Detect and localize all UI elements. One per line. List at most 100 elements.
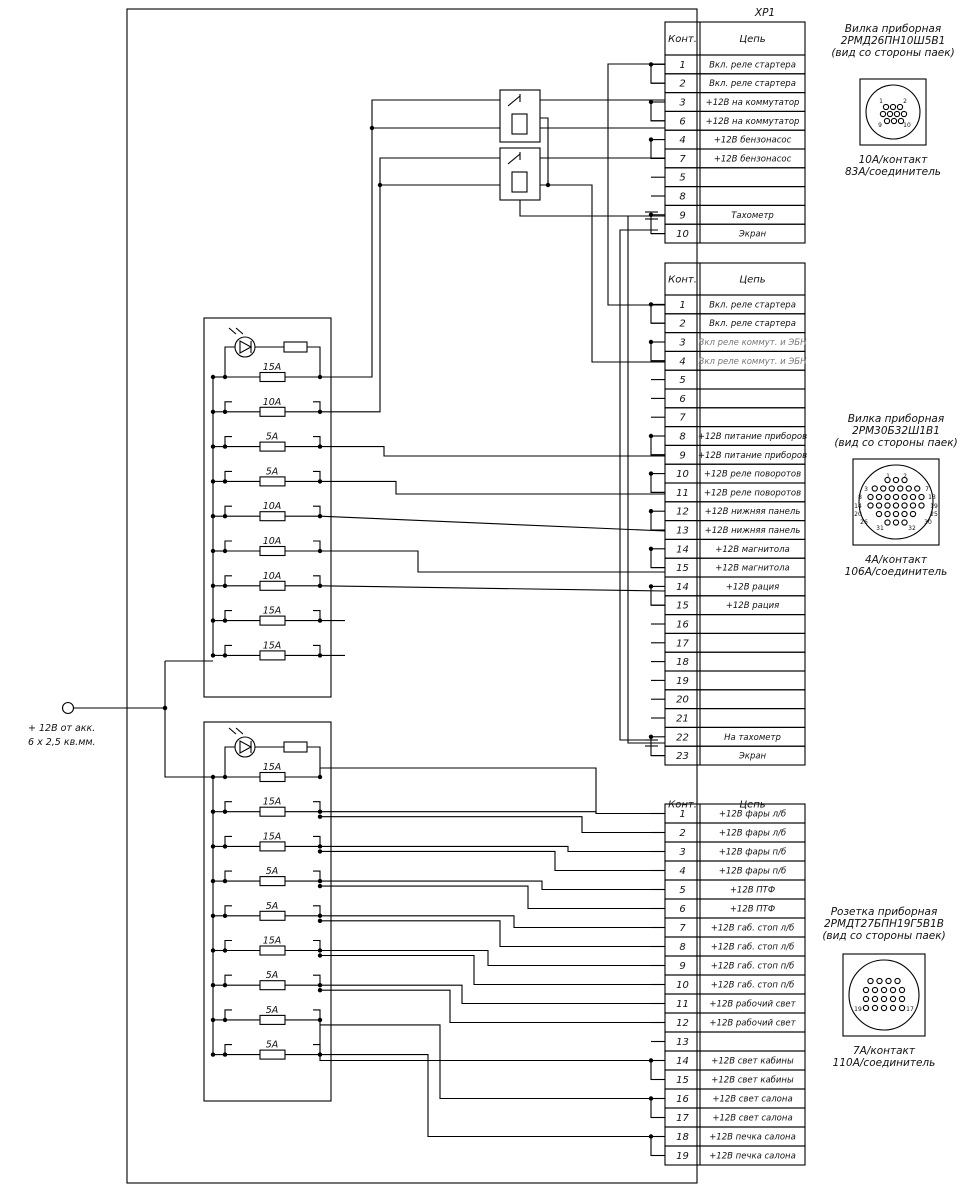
wire — [307, 746, 321, 777]
side_2-pin-number: 2 — [903, 473, 907, 480]
fuse_block_2-fuse — [259, 771, 286, 783]
side_2-pin-number: 31 — [876, 525, 884, 532]
junction-dot — [317, 1052, 323, 1057]
side_2-pin-number: 3 — [864, 486, 868, 493]
fuse_block_2-fuse-rating: 15A — [263, 936, 282, 947]
fuse_block_1-fuse-rating: 10A — [263, 397, 282, 408]
connector_3-circuit-label: +12В габ. стоп л/б — [711, 943, 794, 953]
connector_3-contact-number: 11 — [676, 999, 689, 1010]
fuse_block_2-fuse-rating: 5A — [266, 901, 279, 912]
side_2-pin-number: 8 — [858, 494, 862, 501]
battery-input-label: + 12В от акк. — [28, 723, 95, 734]
jumper — [650, 64, 665, 84]
contact-pin — [862, 995, 870, 1003]
contact-pin — [875, 493, 883, 501]
junction-dot — [222, 844, 228, 849]
connector_3-circuit-label: +12В фары п/б — [719, 867, 786, 877]
connector_2-contact-number: 15 — [676, 601, 689, 612]
jumper — [650, 1098, 665, 1119]
battery-input-terminal — [61, 701, 75, 715]
junction-dot — [210, 844, 216, 849]
connector_2-contact-number: 11 — [676, 488, 689, 499]
fuse-bracket — [224, 939, 232, 951]
contact-pin — [909, 502, 917, 509]
fuse_block_1-fuse — [259, 615, 286, 626]
contact-pin — [884, 519, 891, 526]
junction-dot — [222, 948, 228, 953]
wire — [320, 989, 665, 1024]
fuse_block_2-fuse-rating: 5A — [266, 866, 279, 877]
contact-pin — [879, 110, 887, 118]
contact-pin — [884, 476, 891, 484]
fuse_block_1-box — [203, 317, 332, 698]
junction-dot — [317, 1017, 323, 1023]
fuse_block_2-fuse — [259, 945, 286, 956]
fuse-bracket — [313, 835, 321, 847]
side_1-pin-number: 10 — [903, 122, 911, 129]
jumper — [650, 214, 665, 235]
side_2-connector-rating: 106А/соединитель — [845, 566, 948, 578]
fuse-bracket — [313, 939, 321, 951]
connector_3-header-circuit: Цепь — [739, 800, 765, 811]
side_2-contact-rating: 4А/контакт — [865, 554, 928, 566]
contact-pin — [871, 986, 879, 994]
connector_2-circuit-label: Вкл реле коммут. и ЭБН — [698, 357, 807, 367]
contact-pin — [905, 485, 912, 492]
contact-pin — [892, 510, 900, 518]
connector_3-contact-number: 7 — [679, 923, 686, 934]
junction-dot — [222, 548, 228, 554]
connector_1-contact-number: 3 — [679, 98, 685, 109]
connector_3-contact-number: 15 — [676, 1075, 689, 1086]
fuse_block_2-fuse — [259, 1049, 286, 1060]
connector_2-contact-number: 7 — [679, 413, 686, 424]
wire — [320, 915, 665, 929]
connector_3-circuit-label: +12В свет салона — [712, 1114, 792, 1124]
wire — [320, 550, 665, 573]
side_2-pin-number: 19 — [930, 503, 938, 510]
wire — [319, 515, 666, 532]
connector_3-circuit-label: +12В рабочий свет — [709, 1019, 796, 1029]
side_1-connector-rating: 83А/соединитель — [845, 166, 941, 178]
side_2-pin-number: 32 — [908, 525, 916, 532]
junction-dot — [317, 653, 323, 658]
connector_2-row — [664, 407, 806, 428]
contact-pin — [862, 986, 870, 994]
contact-pin — [897, 485, 904, 492]
contact-pin — [883, 117, 891, 125]
connector_3-circuit-label: +12В свет кабины — [711, 1076, 794, 1086]
connector_2-contact-number: 8 — [679, 432, 685, 443]
jumper — [650, 586, 665, 606]
contact-pin — [880, 986, 888, 994]
wire — [319, 767, 665, 815]
side_2-pin-number: 25 — [930, 511, 938, 518]
connector_2-contact-number: 20 — [676, 695, 689, 706]
junction-dot — [210, 548, 216, 554]
fuse_block_1-fuse-rating: 5A — [266, 432, 279, 443]
junction-dot — [210, 1017, 216, 1023]
connector_3-header-cont: Конт. — [668, 800, 697, 811]
light-ray — [235, 327, 244, 335]
junction-dot — [648, 734, 654, 739]
fuse-bracket — [224, 401, 232, 412]
connector_2-circuit-label: Экран — [738, 752, 767, 762]
connector_3-circuit-label: +12В печка салона — [709, 1133, 796, 1143]
junction-dot — [648, 471, 654, 476]
connector_3-circuit-label: +12В фары л/б — [719, 810, 786, 820]
side_3-frame — [842, 953, 926, 1037]
contact-pin — [894, 977, 901, 985]
fuse_block_1-fuse-rating: 15A — [263, 606, 282, 617]
junction-dot — [648, 1134, 654, 1139]
connector_3-circuit-label: +12В ПТФ — [730, 905, 775, 915]
connector_1-contact-number: 8 — [679, 192, 685, 203]
fuse_block_1-fuse-rating: 10A — [263, 501, 282, 512]
connector_1-circuit-label: Вкл. реле стартера — [709, 79, 796, 89]
junction-dot — [210, 479, 216, 484]
jumper — [650, 436, 665, 456]
side_3-body — [848, 959, 920, 1031]
indicator-resistor — [283, 741, 308, 753]
connector_2-circuit-label: Вкл. реле стартера — [709, 300, 796, 310]
fuse_block_1-fuse-rating: 10A — [263, 571, 282, 582]
jumper — [650, 511, 665, 531]
junction-dot — [222, 809, 228, 814]
